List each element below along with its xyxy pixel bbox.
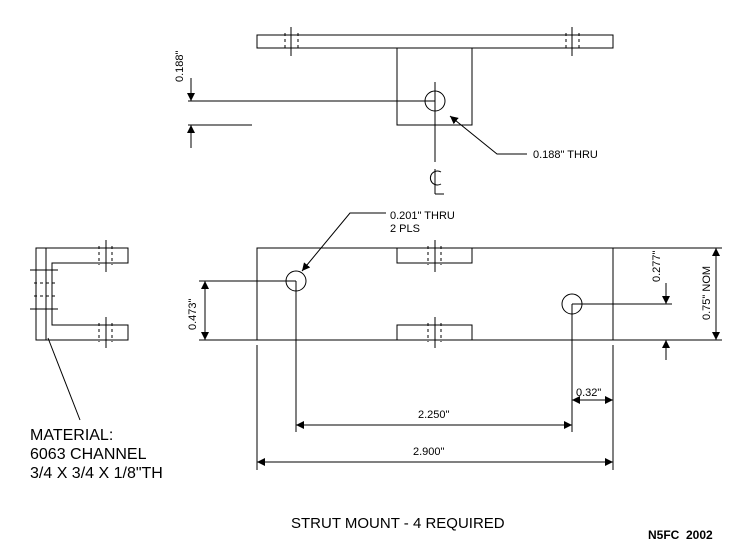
top-view: 0.188" 0.188" THRU xyxy=(174,27,614,195)
dim-overall-height-label: 0.75" NOM xyxy=(701,266,713,320)
holes-callout-line2: 2 PLS xyxy=(390,223,420,235)
dim-hole-from-edge-label: 0.32" xyxy=(576,387,601,399)
material-note: MATERIAL: 6063 CHANNEL 3/4 X 3/4 X 1/8"T… xyxy=(30,427,163,482)
dim-thickness-label: 0.188" xyxy=(174,50,186,82)
dim-hole-height-label: 0.473" xyxy=(187,298,199,330)
drawing-title: STRUT MOUNT - 4 REQUIRED xyxy=(291,515,505,532)
centerline-symbol-icon xyxy=(429,169,444,195)
front-view: 0.473" 0.277" 0.75" NOM 0.32" 2.250" 2.9… xyxy=(187,210,722,470)
author-credit: N5FC 2002 xyxy=(648,528,713,542)
dim-overall-length-label: 2.900" xyxy=(413,446,445,458)
material-line3: 3/4 X 3/4 X 1/8"TH xyxy=(30,465,163,482)
material-line2: 6063 CHANNEL xyxy=(30,446,147,463)
material-line1: MATERIAL: xyxy=(30,427,113,444)
end-view xyxy=(30,240,129,421)
hole-callout-label: 0.188" THRU xyxy=(533,149,598,161)
holes-callout-line1: 0.201" THRU xyxy=(390,210,455,222)
dim-hole-spacing-label: 2.250" xyxy=(418,409,450,421)
dim-hole-from-top-label: 0.277" xyxy=(651,250,663,282)
